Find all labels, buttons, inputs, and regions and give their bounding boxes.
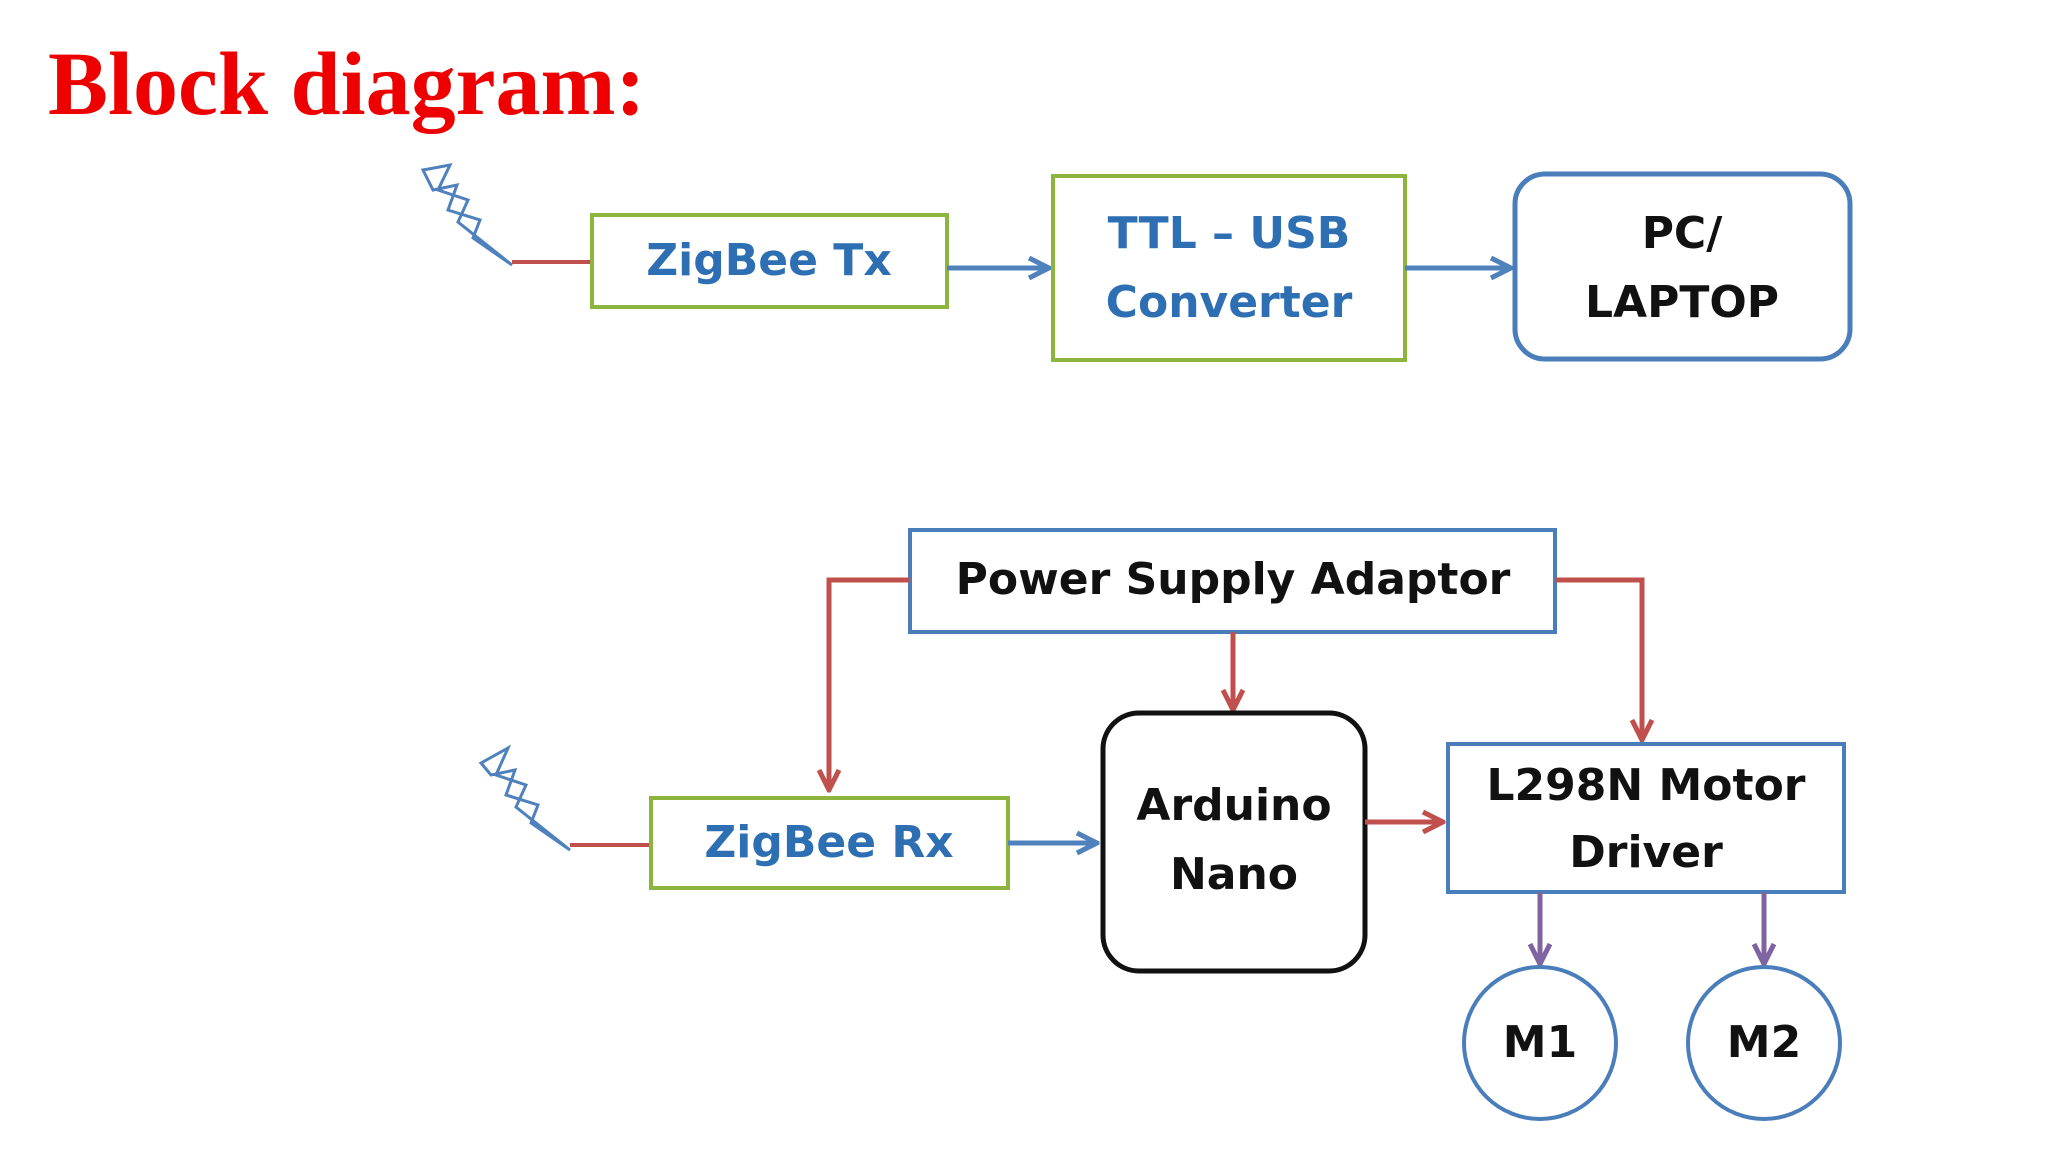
motor-driver-block: L298N Motor Driver	[1446, 742, 1846, 894]
motor-m1: M1	[1462, 965, 1618, 1121]
zigbee-rx-block: ZigBee Rx	[649, 796, 1010, 890]
arduino-nano-block: Arduino Nano	[1100, 710, 1368, 974]
converter-label-line1: TTL – USB	[1108, 208, 1351, 259]
motor-m1-label: M1	[1503, 1017, 1577, 1068]
driver-label-line2: Driver	[1569, 827, 1723, 878]
motor-m2: M2	[1686, 965, 1842, 1121]
ttl-usb-converter-block: TTL – USB Converter	[1051, 174, 1407, 362]
antenna-rx-icon	[478, 744, 571, 852]
pc-laptop-block: PC/ LAPTOP	[1512, 171, 1853, 362]
driver-label-line1: L298N Motor	[1487, 760, 1806, 811]
pc-label-line2: LAPTOP	[1585, 277, 1779, 328]
power-to-zigbee-rx-line	[829, 577, 910, 790]
converter-label-line2: Converter	[1106, 277, 1353, 328]
power-supply-block: Power Supply Adaptor	[908, 528, 1557, 634]
zigbee-rx-label: ZigBee Rx	[704, 817, 953, 868]
page-title: Block diagram:	[48, 35, 646, 134]
zigbee-tx-block: ZigBee Tx	[590, 213, 949, 309]
motor-m2-label: M2	[1727, 1017, 1801, 1068]
zigbee-tx-label: ZigBee Tx	[646, 235, 891, 286]
antenna-tx-icon	[420, 162, 513, 267]
power-supply-label: Power Supply Adaptor	[956, 554, 1511, 605]
power-to-driver-line	[1555, 577, 1642, 740]
arduino-label-line1: Arduino	[1136, 780, 1331, 831]
pc-label-line1: PC/	[1642, 208, 1724, 259]
arduino-label-line2: Nano	[1170, 849, 1298, 900]
